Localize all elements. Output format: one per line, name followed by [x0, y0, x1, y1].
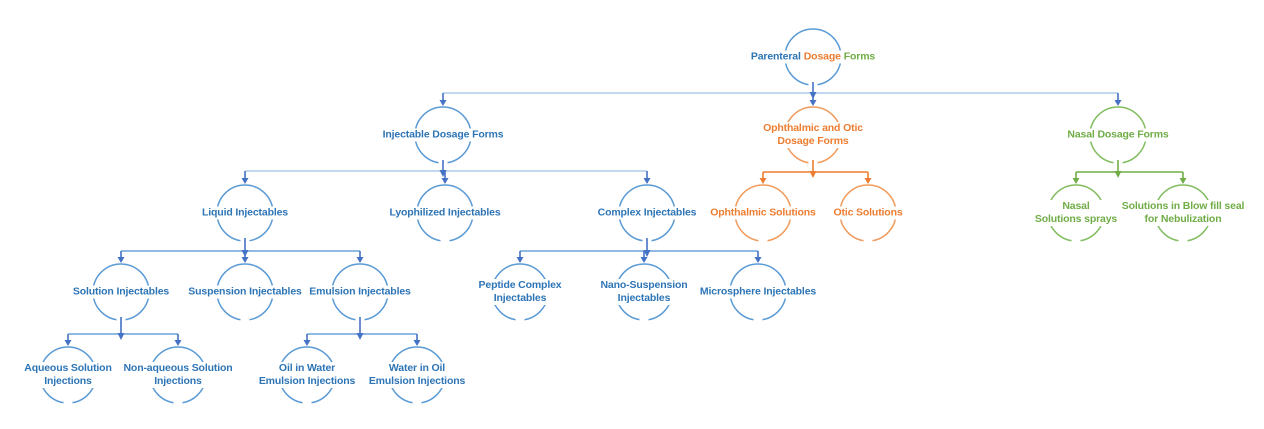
node-label-line: Injectables: [617, 292, 671, 304]
node-label-line: Water in Oil: [388, 362, 446, 374]
node-label-line: Injectable Dosage Forms: [382, 128, 504, 141]
circle-bottom-gap: [758, 237, 768, 245]
arrowhead-down-icon: [864, 178, 872, 184]
node-label-line: Solution Injectables: [72, 285, 170, 298]
arrowhead-down-icon: [64, 340, 72, 346]
root-label-segment: Dosage: [803, 50, 841, 63]
arrowhead-down-icon: [1114, 171, 1122, 178]
arrowhead-down-icon: [643, 178, 651, 184]
node-complex-injectables: Complex Injectables: [595, 206, 699, 220]
node-label-line: Injections: [44, 375, 92, 387]
node-emulsion-injectables: Emulsion Injectables: [307, 285, 413, 299]
node-label-line: for Nebulization: [1144, 213, 1222, 225]
circle-bottom-gap: [1178, 237, 1188, 245]
node-label-line: Ophthalmic Solutions: [710, 206, 816, 219]
circle-bottom-gap: [440, 237, 450, 245]
node-label-line: Emulsion Injections: [258, 375, 356, 387]
circle-bottom-gap: [63, 399, 73, 407]
arrowhead-down-icon: [1072, 178, 1080, 184]
circle-bottom-gap: [1071, 237, 1081, 245]
node-label-line: Nasal Dosage Forms: [1067, 128, 1169, 141]
arrowhead-down-icon: [809, 171, 817, 178]
arrowhead-down-icon: [759, 178, 767, 184]
node-lyophilized-injectables: Lyophilized Injectables: [387, 206, 503, 220]
arrowhead-down-icon: [1114, 100, 1122, 106]
circle-bottom-gap: [240, 316, 250, 324]
node-label-line: Emulsion Injectables: [309, 285, 411, 298]
circle-bottom-gap: [863, 237, 873, 245]
root-label-segment: Parenteral: [750, 50, 801, 63]
arrowhead-down-icon: [174, 340, 182, 346]
circle-bottom-gap: [173, 399, 183, 407]
node-label-line: Non-aqueous Solution: [123, 362, 233, 374]
node-solution-injectables: Solution Injectables: [70, 285, 172, 299]
node-label-line: Aqueous Solution: [24, 362, 112, 374]
arrowhead-down-icon: [356, 333, 364, 340]
circle-bottom-gap: [302, 399, 312, 407]
arrowhead-down-icon: [809, 100, 817, 106]
node-suspension-injectables: Suspension Injectables: [186, 285, 304, 299]
node-label-line: Injectables: [493, 292, 547, 304]
node-otic-solutions: Otic Solutions: [831, 206, 905, 220]
node-label-line: Lyophilized Injectables: [389, 206, 501, 219]
node-label-line: Nano-Suspension: [600, 279, 688, 291]
arrowhead-down-icon: [303, 340, 311, 346]
node-label-line: Solutions sprays: [1034, 213, 1118, 225]
arrowhead-down-icon: [356, 257, 364, 263]
circle-bottom-gap: [639, 316, 649, 324]
node-label-line: Suspension Injectables: [188, 285, 302, 298]
arrowhead-down-icon: [241, 178, 249, 184]
arrowhead-down-icon: [754, 257, 762, 263]
circle-bottom-gap: [753, 316, 763, 324]
arrowhead-down-icon: [1179, 178, 1187, 184]
node-label-line: Oil in Water: [278, 362, 336, 374]
node-label-line: Dosage Forms: [777, 135, 849, 147]
node-nasal-dosage-forms: Nasal Dosage Forms: [1065, 128, 1171, 142]
arrowhead-down-icon: [117, 333, 125, 340]
node-ophthalmic-solutions: Ophthalmic Solutions: [708, 206, 818, 220]
arrowhead-down-icon: [640, 257, 648, 263]
node-label-line: Microsphere Injectables: [699, 285, 817, 298]
node-label-line: Liquid Injectables: [202, 206, 288, 219]
arrowhead-down-icon: [117, 257, 125, 263]
node-label-line: Complex Injectables: [597, 206, 697, 219]
node-label-line: Peptide Complex: [478, 279, 562, 291]
circle-bottom-gap: [412, 399, 422, 407]
arrowhead-down-icon: [516, 257, 524, 263]
arrowhead-down-icon: [441, 178, 449, 184]
arrowhead-down-icon: [439, 100, 447, 106]
node-label-line: Otic Solutions: [833, 206, 903, 219]
node-microsphere-injectables: Microsphere Injectables: [697, 285, 819, 299]
arrowhead-down-icon: [643, 250, 651, 257]
node-label-line: Emulsion Injections: [368, 375, 466, 387]
node-liquid-injectables: Liquid Injectables: [200, 206, 290, 220]
arrowhead-down-icon: [413, 340, 421, 346]
node-label-line: Injections: [154, 375, 202, 387]
node-label-line: Ophthalmic and Otic: [763, 122, 863, 134]
node-label-line: Solutions in Blow fill seal: [1121, 200, 1245, 212]
node-label-line: Nasal: [1062, 200, 1090, 212]
root-label-segment: Forms: [843, 50, 876, 63]
circle-bottom-gap: [515, 316, 525, 324]
node-injectable-dosage-forms: Injectable Dosage Forms: [380, 128, 506, 142]
arrowhead-down-icon: [241, 257, 249, 263]
